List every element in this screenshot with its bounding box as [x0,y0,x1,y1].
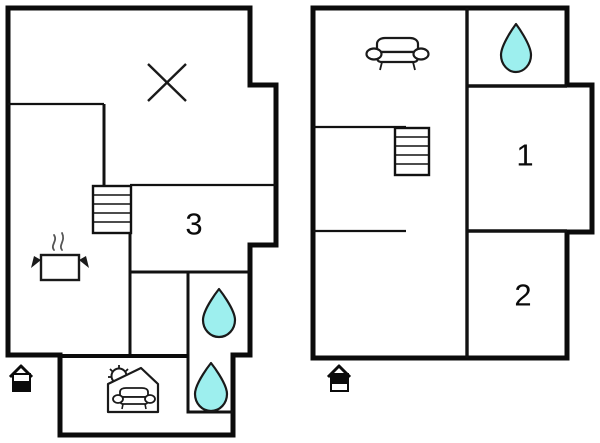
cross-mark-icon [147,63,187,102]
floor-left-group: 3 [5,5,279,438]
left-outer-wall [5,5,279,438]
room-label-3: 3 [185,207,202,242]
room-label-2: 2 [514,278,531,313]
cooking-pot-icon [31,232,89,282]
water-drop-icon [201,287,237,339]
water-drop-icon [193,361,229,413]
left-lower-bath-walls [186,355,233,414]
terrace-sofa-sun-icon [106,365,160,414]
right-outer-wall [310,5,595,361]
sofa-icon [365,36,430,71]
stairs-icon [91,184,133,235]
water-drop-icon [499,22,533,74]
floor-right-group: 1 2 [310,5,595,392]
entrance-house-icon [326,364,352,392]
entrance-house-icon [8,364,34,392]
room-label-1: 1 [516,138,533,173]
stairs-icon [393,126,431,177]
